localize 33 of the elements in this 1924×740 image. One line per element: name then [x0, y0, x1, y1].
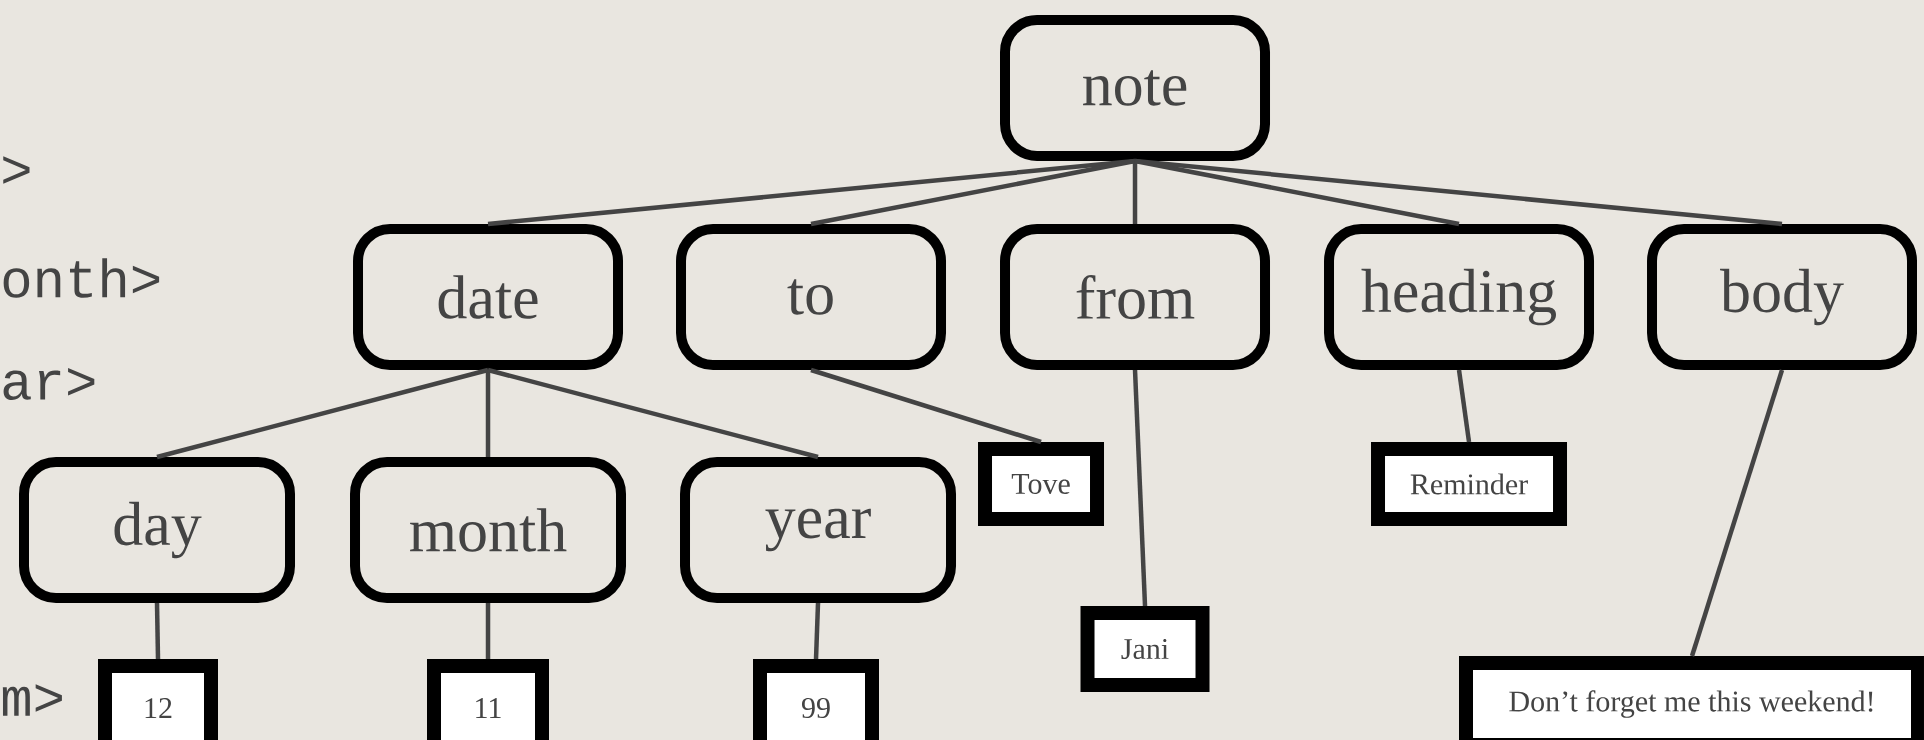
connector-line: [1132, 369, 1148, 607]
connector-line: [156, 367, 489, 460]
connector-line: [1456, 369, 1472, 443]
value-box: Don’t forget me this weekend!: [1459, 656, 1924, 740]
code-text: ar>: [3, 368, 95, 400]
value-box: Tove: [978, 442, 1104, 526]
value-box: Jani: [1080, 606, 1210, 692]
value-box: Reminder: [1371, 442, 1567, 526]
connector-line: [485, 603, 491, 659]
element-box: date: [353, 224, 623, 370]
connector-line: [485, 370, 491, 457]
connector-line: [1134, 158, 1783, 227]
connector-line: [810, 158, 1136, 227]
connector-line: [154, 602, 161, 660]
connector-line: [487, 367, 819, 460]
connector-line: [810, 367, 1042, 445]
element-box: day: [19, 457, 295, 603]
connector-line: [1689, 369, 1785, 657]
connector-line: [1132, 161, 1138, 224]
element-box: from: [1000, 224, 1270, 370]
element-box: body: [1647, 224, 1917, 370]
element-box: month: [350, 457, 626, 603]
code-text: m>: [2, 684, 62, 716]
element-box: heading: [1324, 224, 1594, 370]
element-box: year: [680, 457, 956, 603]
value-box: 99: [753, 659, 879, 740]
element-box: note: [1000, 15, 1270, 161]
element-box: to: [676, 224, 946, 370]
connector-line: [813, 602, 821, 660]
value-box: 11: [427, 659, 549, 740]
code-text: onth>: [3, 258, 160, 298]
code-text: >: [3, 156, 30, 184]
value-box: 12: [98, 659, 218, 740]
